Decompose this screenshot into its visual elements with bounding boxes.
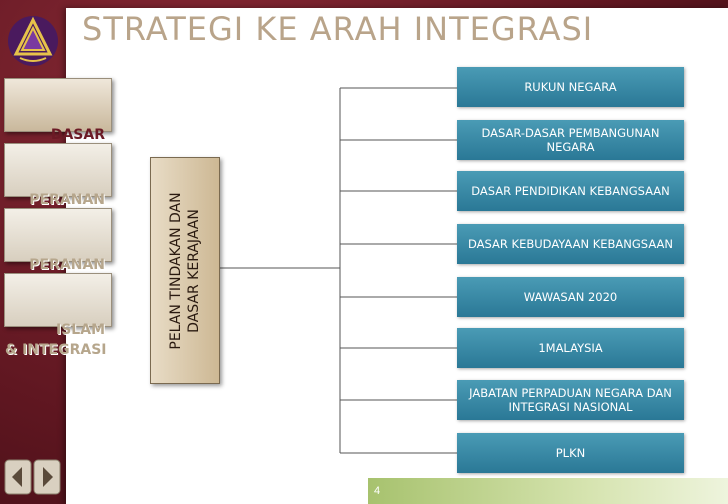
box-label: WAWASAN 2020 [523, 290, 618, 304]
box-label: PLKN [555, 446, 586, 460]
box-label: JABATAN PERPADUAN NEGARA DAN INTEGRASI N… [469, 386, 672, 414]
previous-arrow-icon[interactable] [4, 459, 32, 495]
slide-navigation [4, 456, 62, 498]
box-1malaysia: 1MALAYSIA [457, 328, 684, 368]
box-dasar-pembangunan: DASAR-DASAR PEMBANGUNAN NEGARA [457, 120, 684, 160]
box-dasar-kebudayaan: DASAR KEBUDAYAAN KEBANGSAAN [457, 224, 684, 264]
box-label: 1MALAYSIA [538, 341, 603, 355]
pillar-label: PELAN TINDAKAN DAN DASAR KERAJAAN [168, 191, 202, 350]
box-rukun-negara: RUKUN NEGARA [457, 67, 684, 107]
pelan-tindakan-pillar: PELAN TINDAKAN DAN DASAR KERAJAAN [150, 157, 220, 384]
box-label: DASAR PENDIDIKAN KEBANGSAAN [471, 184, 670, 198]
next-arrow-icon[interactable] [33, 459, 61, 495]
box-wawasan-2020: WAWASAN 2020 [457, 277, 684, 317]
box-label: RUKUN NEGARA [524, 80, 617, 94]
box-plkn: PLKN [457, 433, 684, 473]
sidebar-item-peranan-ngo[interactable]: PERANAN NGO [4, 208, 112, 293]
box-label: DASAR-DASAR PEMBANGUNAN NEGARA [481, 126, 660, 154]
footer-bar: 4 [368, 478, 728, 504]
box-label: DASAR KEBUDAYAAN KEBANGSAAN [468, 237, 673, 251]
sidebar-item-label: ISLAM & INTEGRASI [5, 322, 107, 358]
box-dasar-pendidikan: DASAR PENDIDIKAN KEBANGSAAN [457, 171, 684, 211]
slide-title: STRATEGI KE ARAH INTEGRASI [82, 10, 594, 48]
university-logo-icon [8, 16, 58, 66]
sidebar-item-islam-integrasi[interactable]: ISLAM & INTEGRASI [4, 273, 112, 358]
box-jabatan-perpaduan: JABATAN PERPADUAN NEGARA DAN INTEGRASI N… [457, 380, 684, 420]
page-number: 4 [374, 485, 381, 497]
